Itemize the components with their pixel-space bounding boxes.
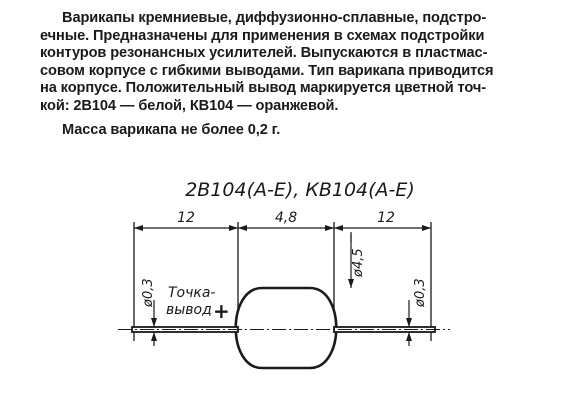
description-line-5: на корпусе. Положительный вывод маркируе… — [40, 80, 486, 97]
description-line-1: Варикапы кремниевые, диффузионно-сплавны… — [62, 10, 487, 26]
dim-lead-diameter-left-label: ø0,3 — [141, 278, 156, 308]
dim-lead-right-label: 12 — [377, 210, 395, 226]
drawing-title: 2В104(А-Е), КВ104(А-Е) — [185, 179, 415, 201]
description-line-4: совом корпусе с гибкими выводами. Тип ва… — [40, 62, 494, 79]
description-line-2: ечные. Предназначены для применения в сх… — [40, 27, 485, 44]
mass-note: Масса варикапа не более 0,2 г. — [62, 121, 281, 138]
marking-label-line-2: вывод — [166, 302, 212, 318]
dim-lead-left-label: 12 — [177, 210, 195, 226]
description-line-6: кой: 2В104 — белой, КВ104 — оранжевой. — [40, 97, 339, 114]
positive-marking-sign: + — [213, 299, 230, 323]
lead-diameter-arrow-right — [406, 318, 412, 327]
description-paragraph: Варикапы кремниевые, диффузионно-сплавны… — [40, 10, 560, 116]
lead-diameter-arrow-right-2 — [406, 332, 412, 341]
description-text: Варикапы кремниевые, диффузионно-сплавны… — [40, 10, 560, 139]
lead-diameter-arrow-left-2 — [151, 332, 157, 341]
dim-body-diameter-label: ø4,5 — [351, 248, 366, 278]
body-diameter-arrow — [348, 279, 354, 288]
marking-label-line-1: Точка- — [168, 285, 215, 301]
dimension-arrows — [134, 225, 431, 231]
varicap-body — [234, 286, 338, 370]
description-line-3: контуров резонансных усилителей. Выпуска… — [40, 45, 488, 62]
dim-body-length-label: 4,8 — [275, 210, 297, 226]
lead-diameter-arrow-left — [151, 318, 157, 327]
dim-lead-diameter-right-label: ø0,3 — [413, 278, 428, 308]
